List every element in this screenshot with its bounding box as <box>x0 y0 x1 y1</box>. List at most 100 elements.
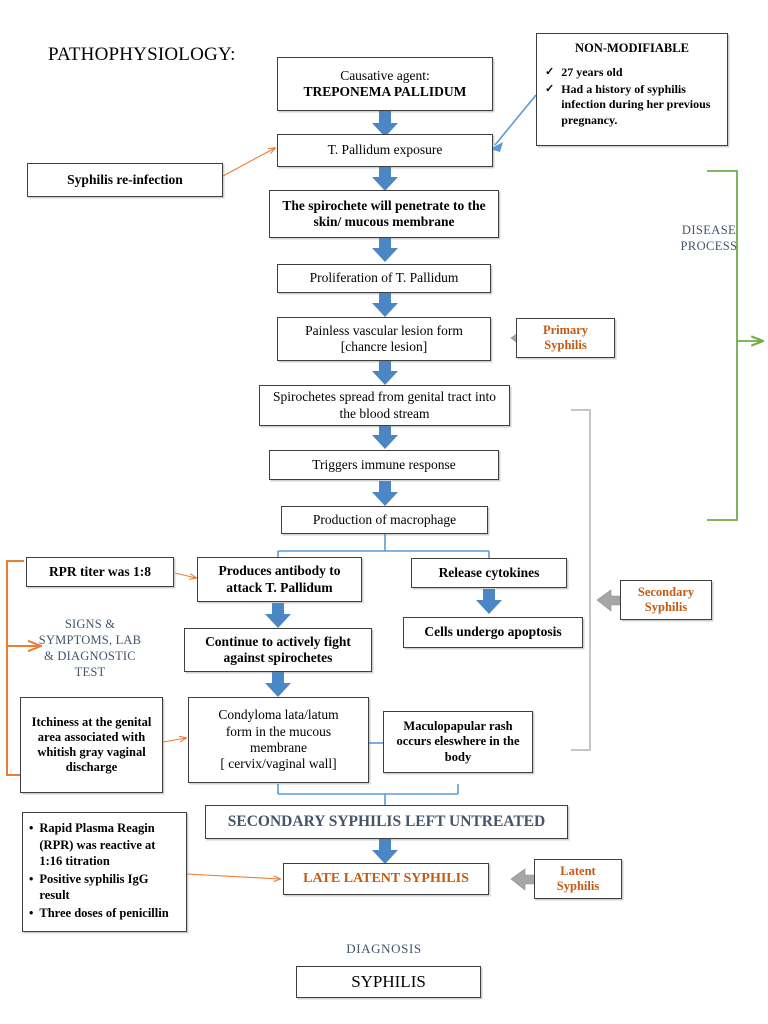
non-modifiable-list: ✓ 27 years old ✓ Had a history of syphil… <box>545 65 719 128</box>
arrow-exposure-to-penetrate <box>372 166 398 191</box>
node-condyloma: Condyloma lata/latum form in the mucous … <box>188 697 369 783</box>
arrow-immune-to-macrophage <box>372 481 398 506</box>
check-icon: ✓ <box>545 66 555 79</box>
node-immune-response: Triggers immune response <box>269 450 499 480</box>
arrow-untreated-to-latelatent <box>372 839 398 864</box>
stage-box-secondary-syphilis: Secondary Syphilis <box>620 580 712 620</box>
connector-rpr-to-antibody <box>174 572 196 578</box>
stage-latent-line2: Syphilis <box>556 879 600 893</box>
disease-process-line1: DISEASE <box>681 223 737 237</box>
note-itchiness: Itchiness at the genital area associated… <box>20 697 163 793</box>
diagnosis-value-label: SYPHILIS <box>351 971 426 991</box>
node-exposure: T. Pallidum exposure <box>277 134 493 167</box>
node-diagnosis-value: SYPHILIS <box>296 966 481 998</box>
diagnosis-label: DIAGNOSIS <box>346 941 422 956</box>
stage-latent-line1: Latent <box>560 863 596 878</box>
causative-agent-name: TREPONEMA PALLIDUM <box>303 84 467 99</box>
arrow-antibody-to-fight <box>265 603 291 628</box>
node-proliferation: Proliferation of T. Pallidum <box>277 264 491 293</box>
node-condyloma-line4: [ cervix/vaginal wall] <box>220 756 337 772</box>
connector-findings-to-latelatent <box>186 873 280 879</box>
node-untreated-label: SECONDARY SYPHILIS LEFT UNTREATED <box>227 812 546 830</box>
stage-secondary-line1: Secondary <box>637 584 695 599</box>
node-apoptosis: Cells undergo apoptosis <box>403 617 583 648</box>
finding-label: Positive syphilis IgG result <box>39 871 149 903</box>
note-rpr-titer-label: RPR titer was 1:8 <box>48 563 152 579</box>
findings-list: • Rapid Plasma Reagin (RPR) was reactive… <box>29 820 180 921</box>
node-secondary-untreated: SECONDARY SYPHILIS LEFT UNTREATED <box>205 805 568 839</box>
node-chancre-line1: Painless vascular lesion form <box>305 322 463 338</box>
stage-primary-line1: Primary <box>542 322 589 337</box>
arrow-penetrate-to-proliferation <box>372 237 398 262</box>
connector-itchiness-to-condyloma <box>162 738 186 743</box>
causative-agent-label: Causative agent: <box>340 67 430 83</box>
stage-primary-line2: Syphilis <box>544 338 587 352</box>
non-modifiable-header: NON-MODIFIABLE <box>575 41 689 55</box>
node-chancre-line2: [chancre lesion] <box>340 339 428 354</box>
arrow-chancre-to-spread <box>372 360 398 385</box>
signs-line1: SIGNS & <box>64 617 116 631</box>
caption-signs-symptoms: SIGNS & SYMPTOMS, LAB & DIAGNOSTIC TEST <box>24 616 156 680</box>
list-item: ✓ 27 years old <box>545 65 719 81</box>
node-late-latent-label: LATE LATENT SYPHILIS <box>303 871 469 887</box>
check-icon: ✓ <box>545 82 555 95</box>
bullet-icon: • <box>29 905 34 920</box>
finding-label: Three doses of penicillin <box>39 905 169 920</box>
node-maculopapular-label: Maculopapular rash occurs eleswhere in t… <box>396 719 520 764</box>
finding-label: Rapid Plasma Reagin (RPR) was reactive a… <box>39 821 156 868</box>
note-syphilis-reinfection: Syphilis re-infection <box>27 163 223 197</box>
bullet-icon: • <box>29 871 34 886</box>
node-penetrate: The spirochete will penetrate to the ski… <box>269 190 499 238</box>
node-apoptosis-label: Cells undergo apoptosis <box>424 624 562 640</box>
arrow-spread-to-immune <box>372 424 398 449</box>
node-fight-label: Continue to actively fight against spiro… <box>205 633 351 665</box>
connector-reinfection-to-exposure <box>222 148 275 177</box>
caption-disease-process: DISEASE PROCESS <box>668 222 750 254</box>
list-item: ✓ Had a history of syphilis infection du… <box>545 82 719 129</box>
node-fight-spirochetes: Continue to actively fight against spiro… <box>184 628 372 672</box>
node-cytokines-label: Release cytokines <box>438 564 540 580</box>
arrow-fight-to-condyloma <box>265 672 291 697</box>
node-condyloma-line3: membrane <box>250 740 307 755</box>
note-rpr-titer: RPR titer was 1:8 <box>26 557 174 587</box>
bullet-icon: • <box>29 821 34 835</box>
node-cytokines: Release cytokines <box>411 558 567 588</box>
stage-secondary-line2: Syphilis <box>644 600 688 614</box>
node-spread: Spirochetes spread from genital tract in… <box>259 385 510 426</box>
stage-box-latent-syphilis: Latent Syphilis <box>534 859 622 899</box>
node-proliferation-label: Proliferation of T. Pallidum <box>309 270 459 286</box>
node-condyloma-line2: form in the mucous <box>225 723 332 739</box>
node-spread-label: Spirochetes spread from genital tract in… <box>272 389 497 421</box>
node-late-latent-syphilis: LATE LATENT SYPHILIS <box>283 863 489 895</box>
arrow-proliferation-to-chancre <box>372 292 398 317</box>
node-penetrate-label: The spirochete will penetrate to the ski… <box>282 197 486 229</box>
connector-riskfactors-to-exposure <box>494 94 537 146</box>
findings-box: • Rapid Plasma Reagin (RPR) was reactive… <box>22 812 187 932</box>
risk-item-label: 27 years old <box>561 65 623 80</box>
risk-item-label: Had a history of syphilis infection duri… <box>561 81 711 128</box>
connector-merge-to-untreated <box>277 784 459 805</box>
list-item: • Three doses of penicillin <box>29 905 180 922</box>
node-exposure-label: T. Pallidum exposure <box>327 142 443 158</box>
connector-macrophage-split <box>277 534 490 558</box>
stage-box-primary-syphilis: Primary Syphilis <box>516 318 615 358</box>
non-modifiable-risk-box: NON-MODIFIABLE ✓ 27 years old ✓ Had a hi… <box>536 33 728 146</box>
note-reinfection-label: Syphilis re-infection <box>67 171 183 187</box>
note-itchiness-label: Itchiness at the genital area associated… <box>31 714 152 775</box>
signs-line2: SYMPTOMS, LAB <box>38 633 142 647</box>
node-causative-agent: Causative agent: TREPONEMA PALLIDUM <box>277 57 493 111</box>
bracket-secondary-group <box>571 409 591 751</box>
node-macrophage-label: Production of macrophage <box>312 511 457 527</box>
list-item: • Rapid Plasma Reagin (RPR) was reactive… <box>29 820 180 870</box>
signs-line4: TEST <box>74 665 106 679</box>
node-maculopapular-rash: Maculopapular rash occurs eleswhere in t… <box>383 711 533 773</box>
list-item: • Positive syphilis IgG result <box>29 871 180 904</box>
node-immune-label: Triggers immune response <box>312 456 456 472</box>
signs-line3: & DIAGNOSTIC <box>44 649 136 663</box>
disease-process-line2: PROCESS <box>680 239 738 253</box>
node-condyloma-line1: Condyloma lata/latum <box>218 707 339 723</box>
node-antibody: Produces antibody to attack T. Pallidum <box>197 557 362 602</box>
arrow-cytokines-to-apoptosis <box>476 589 502 614</box>
node-chancre: Painless vascular lesion form [chancre l… <box>277 317 491 361</box>
